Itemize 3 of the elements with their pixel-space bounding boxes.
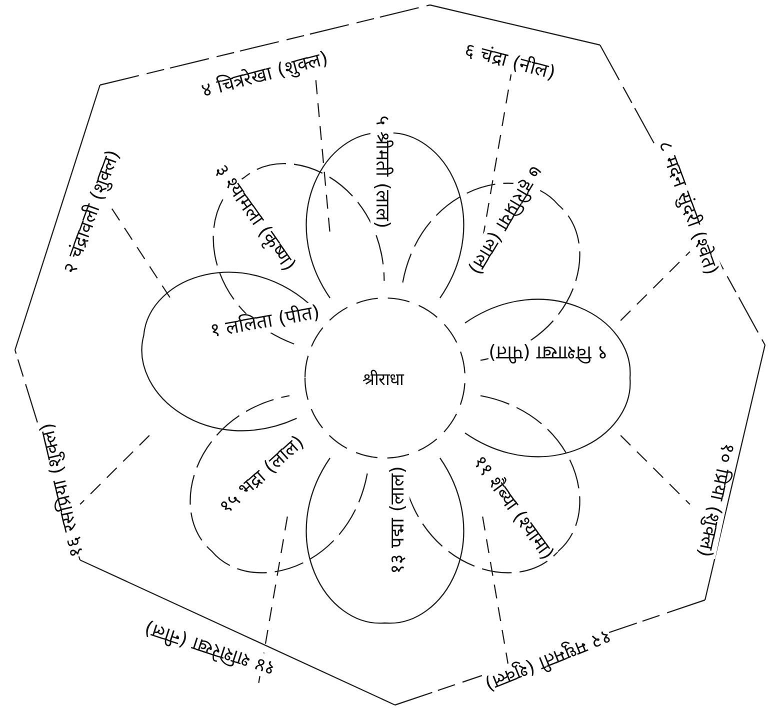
petal-label: ५ श्रीमती (लाल) (370, 116, 394, 228)
petal-label: ९ विशाखा (पीत) (488, 340, 608, 364)
petal-label: १३ पद्मा (लाल) (386, 466, 410, 574)
